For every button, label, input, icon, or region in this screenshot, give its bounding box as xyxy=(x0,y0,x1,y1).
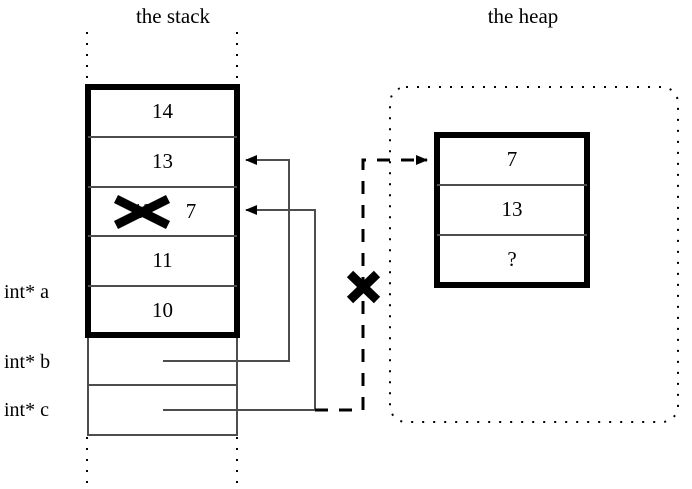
stack-dotted-guides-bottom xyxy=(86,437,238,489)
stack-frame-box xyxy=(85,84,240,338)
stack-cell-value-3: 11 xyxy=(152,248,173,272)
heap-cell-value-2: ? xyxy=(507,247,517,271)
heap-block-box xyxy=(434,132,590,288)
stack-dotted-guides-top xyxy=(86,32,238,86)
struck-value-x-mark xyxy=(113,194,171,230)
pointer-label-c: int* c xyxy=(4,399,49,421)
stack-pointer-slots xyxy=(87,334,238,436)
pointer-label-a: int* a xyxy=(4,281,49,303)
pointer-label-b: int* b xyxy=(4,351,51,373)
stack-cell-value-0: 14 xyxy=(152,99,173,123)
heap-title: the heap xyxy=(487,4,559,28)
invalidated-pointer-x-mark xyxy=(346,270,381,304)
pointer-c-stack-arrow xyxy=(163,205,316,411)
stack-cell-value-1: 13 xyxy=(152,149,173,173)
pointer-b-arrow xyxy=(163,155,290,362)
stack-cell-updated-value-2: 7 xyxy=(185,199,197,223)
stack-cell-value-4: 10 xyxy=(152,298,173,322)
stack-title: the stack xyxy=(135,4,211,28)
stack-cell-value-2: 12 xyxy=(132,199,154,223)
heap-cell-value-0: 7 xyxy=(506,147,518,171)
heap-cell-value-1: 13 xyxy=(501,197,523,221)
